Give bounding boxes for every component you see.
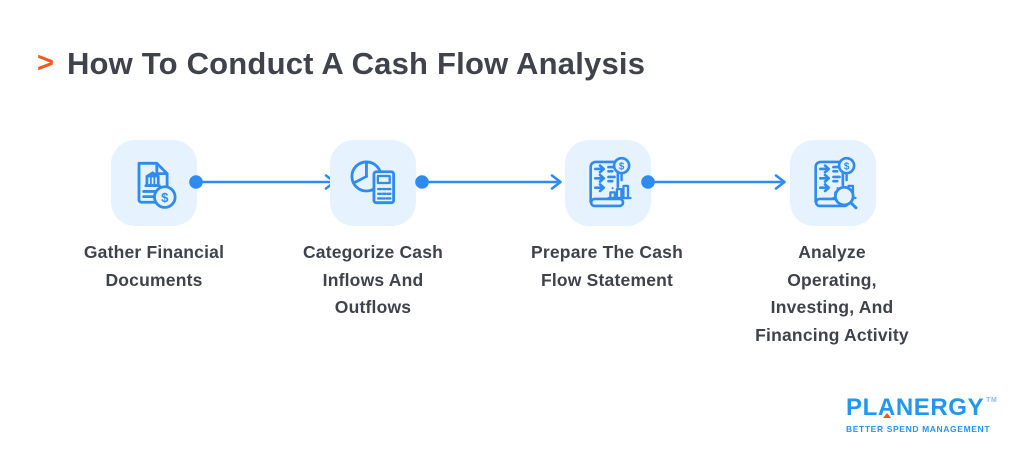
logo-text-pre: PL (846, 394, 878, 421)
page-title-row: > How To Conduct A Cash Flow Analysis (37, 45, 645, 82)
step-4-tile: $ (790, 140, 876, 226)
step-4-label: Analyze Operating, Investing, And Financ… (755, 242, 909, 345)
title-chevron-bullet: > (37, 47, 54, 79)
bank-document-dollar-icon: $ (137, 161, 177, 209)
statement-magnifier-icon: $ (814, 156, 858, 210)
arrow-connector-2 (415, 174, 562, 190)
pie-chart-calculator-icon (350, 160, 396, 205)
page-title: How To Conduct A Cash Flow Analysis (66, 46, 646, 81)
step-3-label: Prepare The Cash Flow Statement (530, 242, 683, 290)
arrow-connector-1 (189, 174, 336, 190)
logo-letter-a-orange-triangle: A (877, 394, 896, 421)
arrow-connector-3 (641, 174, 786, 190)
svg-text:$: $ (161, 190, 169, 205)
logo-tagline: BETTER SPEND MANAGEMENT (846, 424, 991, 434)
step-2-tile (330, 140, 416, 226)
logo-text-post: NERGY (895, 394, 985, 421)
step-3-tile: $ (565, 140, 651, 226)
step-1-label: Gather Financial Documents (83, 242, 225, 290)
svg-text:$: $ (619, 161, 625, 172)
trademark-symbol: TM (986, 397, 998, 404)
cash-flow-statement-icon: $ (589, 156, 632, 208)
step-1-tile: $ (111, 140, 197, 226)
step-2-label: Categorize Cash Inflows And Outflows (302, 242, 444, 317)
svg-text:$: $ (844, 161, 850, 172)
planergy-wordmark: PL A NERGY TM (846, 396, 997, 420)
planergy-logo: PL A NERGY TM BETTER SPEND MANAGEMENT (846, 396, 997, 435)
